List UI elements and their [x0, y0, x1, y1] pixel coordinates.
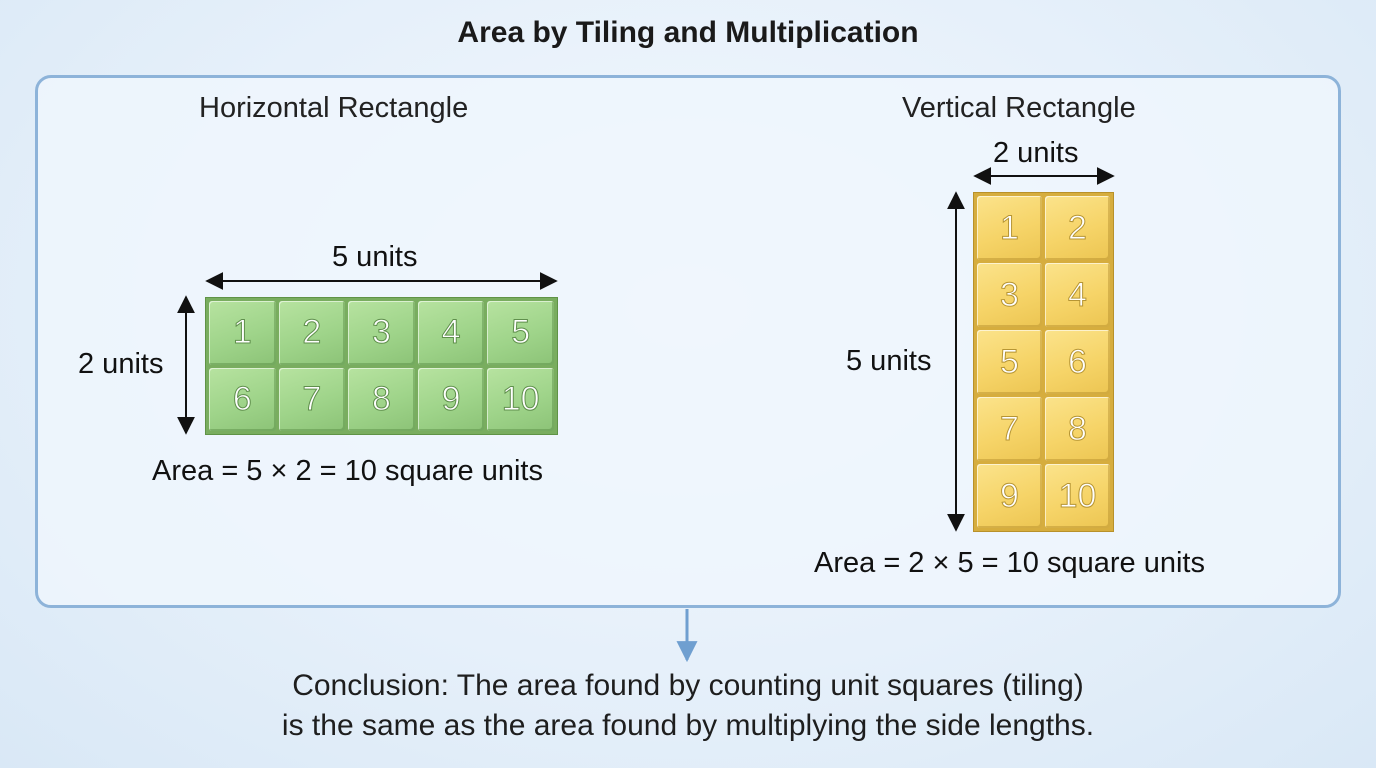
horizontal-tile: 2	[278, 301, 346, 365]
vertical-tile: 9	[977, 464, 1042, 528]
horizontal-tile: 9	[417, 367, 485, 431]
horizontal-tile: 3	[348, 301, 415, 365]
vertical-tile: 10	[1045, 464, 1110, 528]
conclusion-text: Conclusion: The area found by counting u…	[0, 666, 1376, 746]
vertical-tile: 7	[977, 397, 1042, 461]
horizontal-tile: 5	[487, 301, 554, 365]
vertical-tile: 4	[1045, 263, 1110, 327]
vertical-tile: 6	[1045, 330, 1110, 394]
horizontal-tile: 4	[417, 301, 485, 365]
vertical-area-formula: Area = 2 × 5 = 10 square units	[814, 547, 1205, 579]
diagram-title: Area by Tiling and Multiplication	[457, 16, 919, 49]
vertical-height-label: 5 units	[846, 345, 932, 377]
horizontal-tile: 1	[209, 301, 276, 365]
vertical-tile: 1	[977, 196, 1042, 260]
vertical-width-label: 2 units	[993, 137, 1079, 169]
vertical-tile: 5	[977, 330, 1042, 394]
vertical-rectangle-title: Vertical Rectangle	[902, 92, 1136, 124]
horizontal-rectangle-title: Horizontal Rectangle	[199, 92, 469, 124]
conclusion-line-2: is the same as the area found by multipl…	[281, 709, 1095, 742]
conclusion-line-1: Conclusion: The area found by counting u…	[292, 669, 1084, 702]
vertical-tile: 2	[1045, 196, 1110, 260]
horizontal-width-label: 5 units	[332, 241, 418, 273]
vertical-tile: 3	[977, 263, 1042, 327]
vertical-tile: 8	[1045, 397, 1110, 461]
horizontal-tile: 10	[487, 367, 554, 431]
horizontal-tile: 7	[278, 367, 346, 431]
horizontal-tile: 8	[348, 367, 415, 431]
horizontal-area-formula: Area = 5 × 2 = 10 square units	[152, 455, 543, 487]
horizontal-tile: 6	[209, 367, 276, 431]
horizontal-height-label: 2 units	[78, 348, 164, 380]
